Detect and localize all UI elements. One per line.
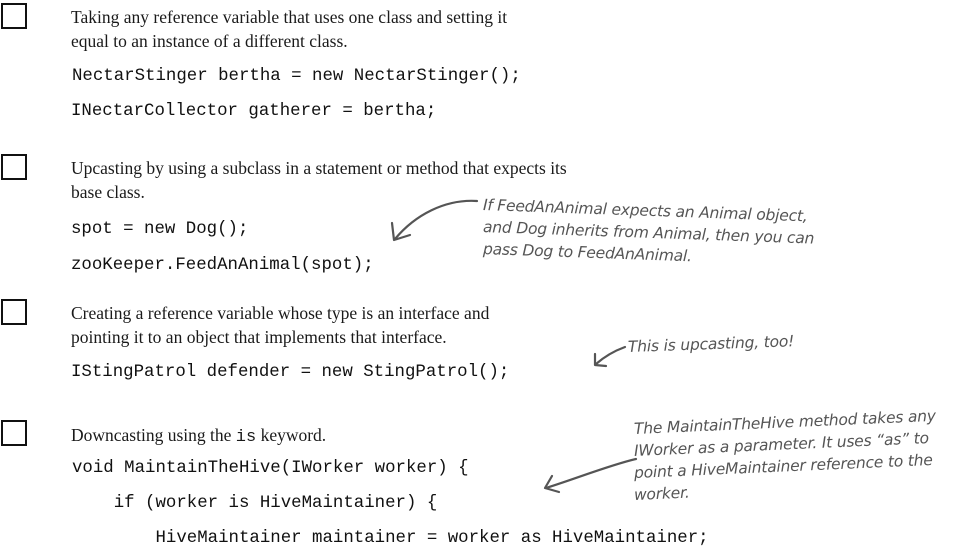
item-1-description-line-2: equal to an instance of a different clas… [71, 31, 348, 51]
item-2-description: Upcasting by using a subclass in a state… [71, 156, 567, 204]
is-keyword: is [235, 428, 257, 447]
item-4-code-line-2: if (worker is HiveMaintainer) { [72, 494, 438, 513]
upcasting-too-note: This is upcasting, too! [628, 332, 795, 358]
item-4-description-suffix: keyword. [256, 425, 327, 445]
checkbox-icon-4[interactable] [1, 420, 27, 446]
maintain-the-hive-arrow-icon [543, 457, 638, 494]
item-4-description: Downcasting using the is keyword. [71, 423, 326, 450]
item-1-description: Taking any reference variable that uses … [71, 5, 507, 53]
item-2-code-line-2: zooKeeper.FeedAnAnimal(spot); [71, 256, 374, 275]
item-3-description-line-1: Creating a reference variable whose type… [71, 303, 490, 323]
upcasting-too-arrow-icon [593, 345, 627, 368]
item-2-description-line-1: Upcasting by using a subclass in a state… [71, 158, 567, 178]
checkbox-icon-1[interactable] [1, 3, 27, 29]
item-1-description-line-1: Taking any reference variable that uses … [71, 7, 508, 27]
item-1-code-line-2: INectarCollector gatherer = bertha; [71, 102, 437, 121]
maintain-the-hive-note: The MaintainTheHive method takes any IWo… [634, 407, 937, 506]
item-4-description-prefix: Downcasting using the [71, 425, 236, 445]
checkbox-icon-2[interactable] [1, 154, 27, 180]
item-4-code-line-1: void MaintainTheHive(IWorker worker) { [72, 459, 469, 478]
item-2-description-line-2: base class. [71, 182, 145, 202]
item-3-description-line-2: pointing it to an object that implements… [71, 327, 447, 347]
feed-an-animal-arrow-icon [390, 199, 479, 242]
item-3-code-line-1: IStingPatrol defender = new StingPatrol(… [71, 363, 510, 382]
item-1-code-line-1: NectarStinger bertha = new NectarStinger… [72, 67, 521, 86]
upcasting-too-note-line-1: This is upcasting, too! [627, 332, 795, 356]
item-4-code-line-3: HiveMaintainer maintainer = worker as Hi… [72, 529, 709, 548]
feed-an-animal-note: If FeedAnAnimal expects an Animal object… [483, 194, 815, 265]
item-2-code-line-1: spot = new Dog(); [71, 220, 249, 239]
checkbox-icon-3[interactable] [1, 299, 27, 325]
item-3-description: Creating a reference variable whose type… [71, 301, 489, 349]
